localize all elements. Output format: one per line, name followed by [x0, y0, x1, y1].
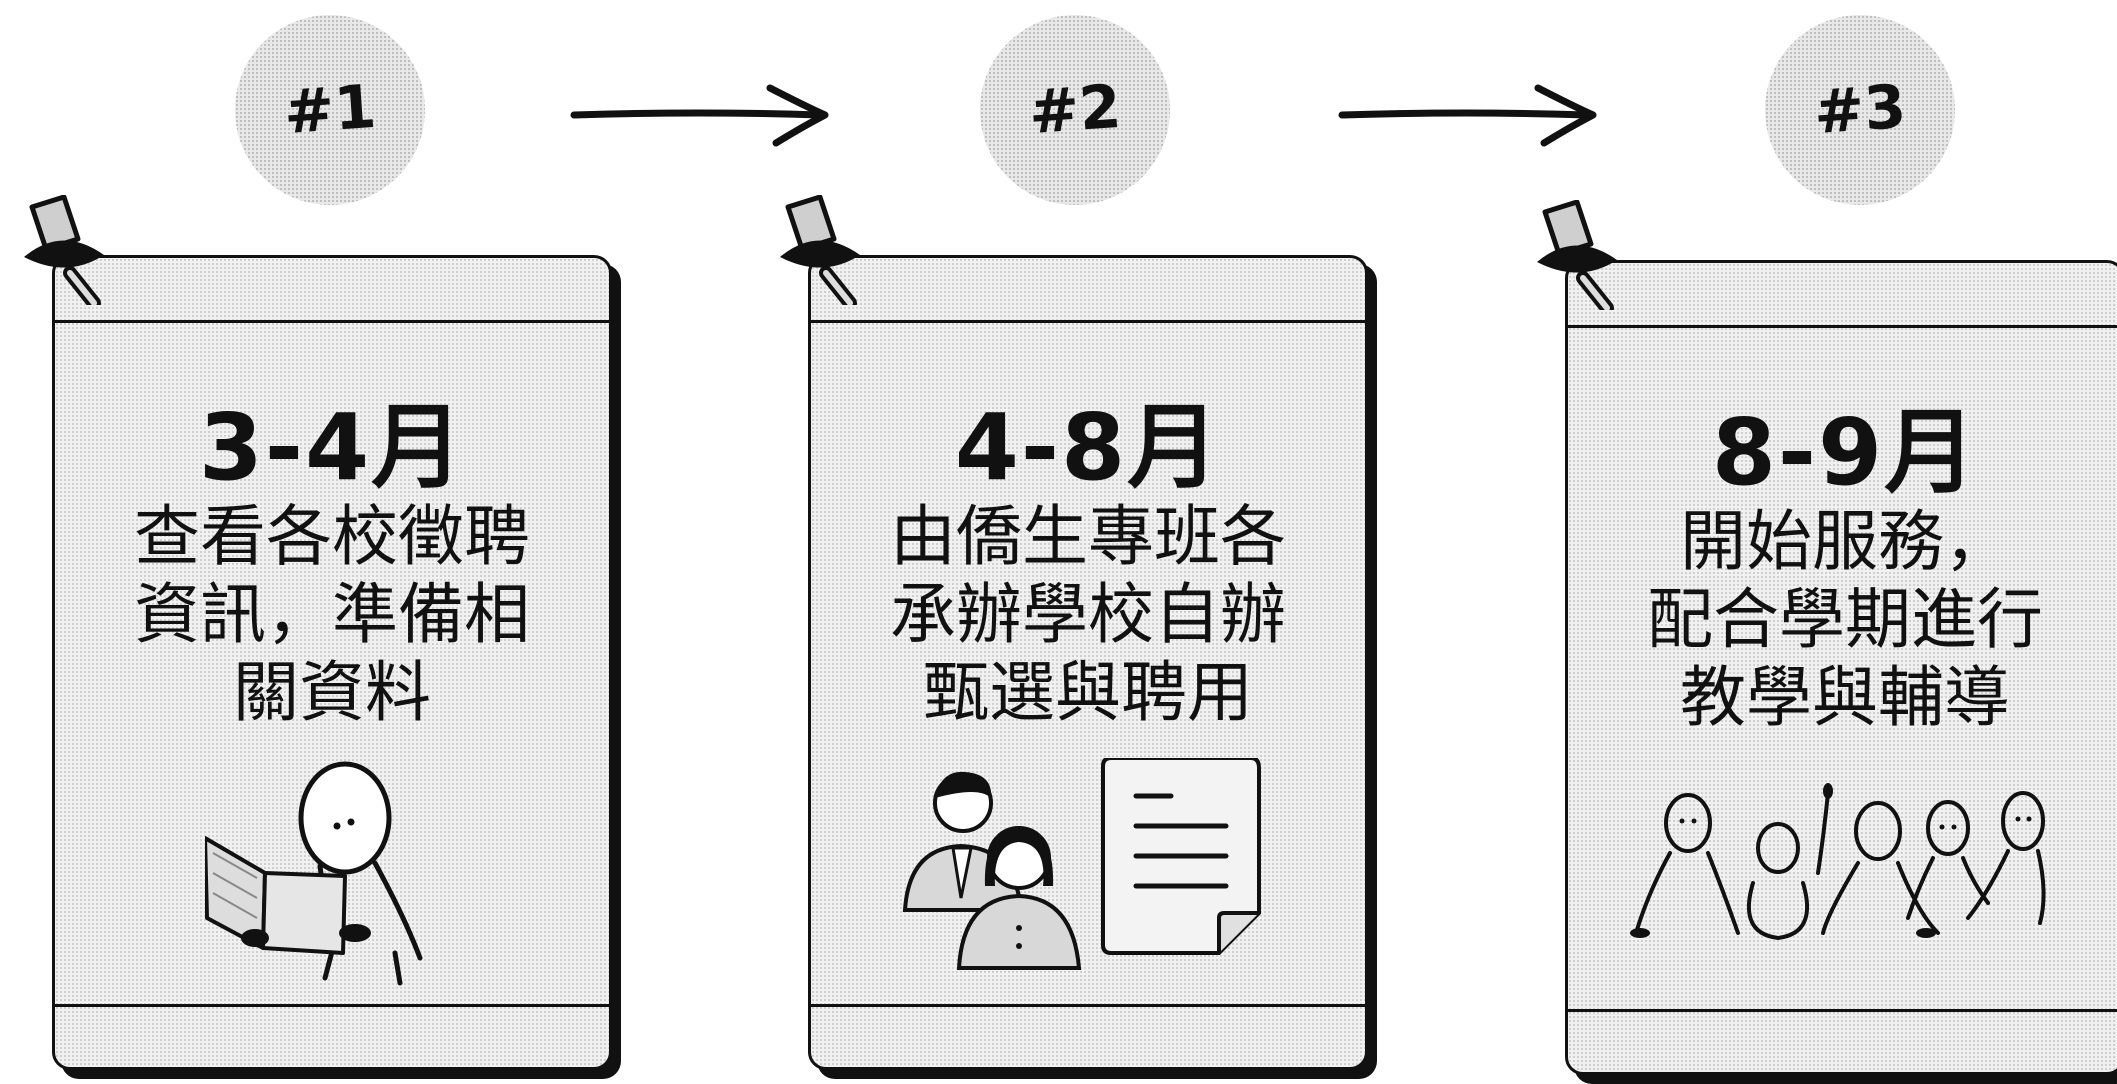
step-card-3: 8-9月 開始服務， 配合學期進行 教學與輔導: [1537, 200, 2117, 1084]
description-line: 關資料: [233, 654, 431, 731]
step-badge-2: #2: [980, 15, 1170, 205]
arrow-right-icon: [1338, 84, 1597, 147]
classroom-group-icon: [1630, 783, 2046, 941]
description-line: 查看各校徵聘: [134, 498, 530, 575]
step-badge-1: #1: [235, 15, 425, 205]
step-description: 由僑生專班各 承辦學校自辦 甄選與聘用: [831, 498, 1345, 732]
pushpin-icon: [1537, 200, 1617, 310]
pushpin-icon: [780, 195, 860, 305]
step-badge-label: #3: [1811, 71, 1909, 149]
step-badge-3: #3: [1765, 15, 1955, 205]
description-line: 承辦學校自辦: [890, 576, 1286, 653]
step-badge-label: #2: [1026, 71, 1124, 149]
description-line: 配合學期進行: [1647, 581, 2043, 658]
description-line: 資訊，準備相: [134, 576, 530, 653]
step-badge-label: #1: [281, 71, 379, 149]
step-period: 3-4月: [198, 394, 466, 501]
step-period: 4-8月: [954, 394, 1222, 501]
step-card-1: 3-4月 查看各校徵聘 資訊，準備相 關資料: [24, 195, 621, 1079]
step-description: 開始服務， 配合學期進行 教學與輔導: [1588, 503, 2102, 737]
description-line: 甄選與聘用: [923, 654, 1253, 731]
step-card-2: 4-8月 由僑生專班各 承辦學校自辦 甄選與聘用: [780, 195, 1377, 1079]
pushpin-icon: [24, 195, 104, 305]
description-line: 教學與輔導: [1680, 659, 2010, 736]
step-period: 8-9月: [1711, 399, 1979, 506]
description-line: 開始服務，: [1680, 503, 2010, 580]
person-reading-book-icon: [205, 761, 423, 986]
interview-document-icon: [902, 758, 1261, 970]
description-line: 由僑生專班各: [890, 498, 1286, 575]
arrow-right-icon: [570, 84, 829, 147]
step-description: 查看各校徵聘 資訊，準備相 關資料: [75, 498, 589, 732]
